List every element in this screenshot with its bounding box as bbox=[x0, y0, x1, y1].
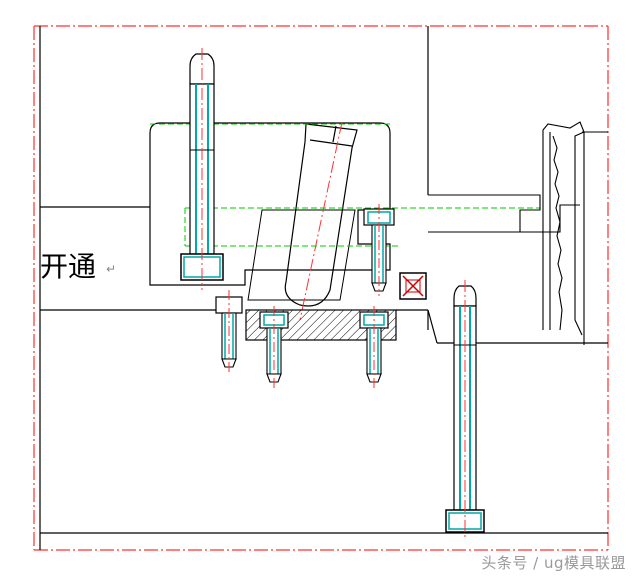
long-bolt-left bbox=[180, 48, 224, 290]
watermark: 头条号 / ug模具联盟 bbox=[481, 554, 626, 572]
bolt-lower-2 bbox=[259, 306, 289, 388]
bolt-lower-3 bbox=[359, 306, 389, 388]
core-profile bbox=[428, 121, 608, 345]
return-mark: ↵ bbox=[106, 262, 117, 276]
bolt-slider-right bbox=[363, 204, 395, 296]
bolt-lower-1 bbox=[215, 290, 243, 372]
angle-pin-centerline bbox=[299, 121, 343, 321]
opening-label: 开通 bbox=[40, 250, 97, 283]
angle-pin bbox=[284, 123, 358, 307]
long-bolt-right bbox=[445, 280, 485, 540]
lifter-cavity bbox=[247, 209, 356, 301]
spring-box bbox=[399, 272, 427, 300]
outer-boundary-centerline bbox=[33, 25, 609, 551]
mold-plates bbox=[39, 26, 608, 550]
